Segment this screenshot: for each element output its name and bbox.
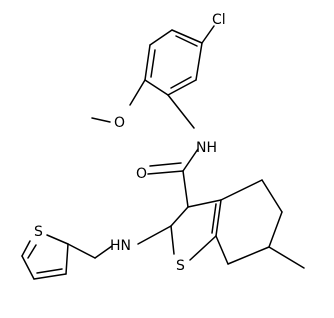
amide-nh-label: NH: [196, 140, 217, 156]
chlorophenyl-ring: [144, 29, 203, 96]
pendant-thiophene-sulfur-label: S: [34, 224, 43, 240]
methoxy-oxygen-label: O: [114, 115, 125, 131]
chlorine-atom-label: Cl: [212, 12, 226, 28]
tetrahydrobenzothiophene-rings: [170, 179, 305, 269]
carbonyl-oxygen-label: O: [136, 166, 147, 182]
amine-linker-and-thiophene: [21, 225, 172, 280]
core-thiophene-sulfur-label: S: [176, 258, 185, 274]
substituent-bonds: [91, 25, 222, 227]
amine-hn-label: HN: [110, 238, 131, 254]
